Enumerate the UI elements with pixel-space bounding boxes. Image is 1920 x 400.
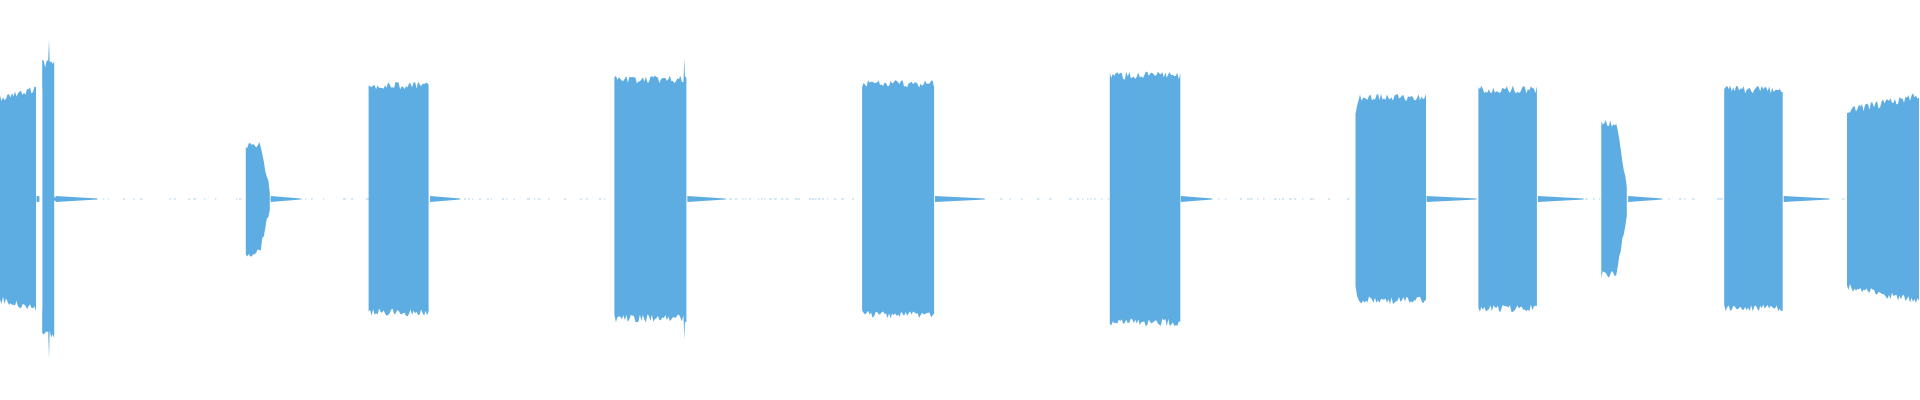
waveform-burst-11 [1724,85,1783,312]
waveform-burst-8 [1355,93,1426,305]
waveform-tail-3 [270,196,301,202]
waveform-burst-5 [614,58,687,340]
waveform-tail-5 [687,196,726,202]
waveform-gap [39,89,43,309]
waveform-burst-2 [42,39,55,359]
waveform-burst-12 [1847,93,1919,303]
waveform-burst-10 [1601,120,1627,278]
waveform-tail-2 [55,196,98,202]
waveform-tail-6 [935,196,985,202]
waveform-burst-7 [1109,71,1181,327]
waveform-tail-7 [1180,196,1213,202]
waveform-burst-3 [245,142,270,257]
waveform-burst-6 [862,80,935,319]
waveform-burst-1 [0,86,36,312]
waveform-tail-10 [1628,196,1663,202]
waveform-tail-9 [1537,196,1584,202]
waveform-tail-4 [430,196,461,202]
waveform-burst-4 [368,81,429,317]
waveform-tail-8 [1426,196,1477,202]
waveform-burst-9 [1478,85,1537,312]
waveform-tail-11 [1783,196,1830,202]
